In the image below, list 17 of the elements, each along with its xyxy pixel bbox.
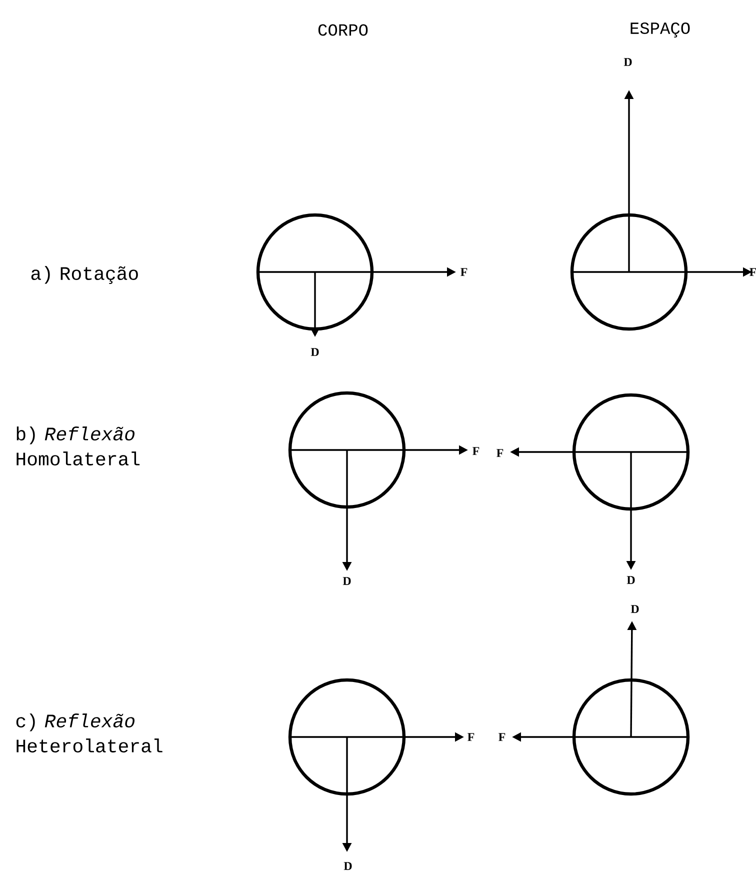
row-label: a) Rotação bbox=[31, 266, 138, 284]
force-letter: F bbox=[750, 268, 756, 276]
force-letter: F bbox=[460, 268, 468, 276]
force-letter: F bbox=[472, 447, 480, 455]
force-letter: D bbox=[342, 577, 351, 585]
force-letter: F bbox=[496, 449, 504, 457]
row-label: b) Reflexão Homolateral bbox=[16, 426, 140, 466]
column-heading: ESPAÇO bbox=[630, 22, 690, 38]
force-letter: F bbox=[498, 733, 506, 741]
force-letter: D bbox=[624, 58, 632, 66]
force-letter: D bbox=[630, 605, 639, 613]
force-letter: D bbox=[626, 576, 635, 584]
force-letter: D bbox=[344, 862, 352, 870]
force-letter: D bbox=[310, 348, 319, 356]
column-heading: CORPO bbox=[318, 24, 368, 36]
row-label: c) Reflexão Heterolateral bbox=[16, 714, 162, 752]
force-letter: F bbox=[468, 733, 474, 741]
